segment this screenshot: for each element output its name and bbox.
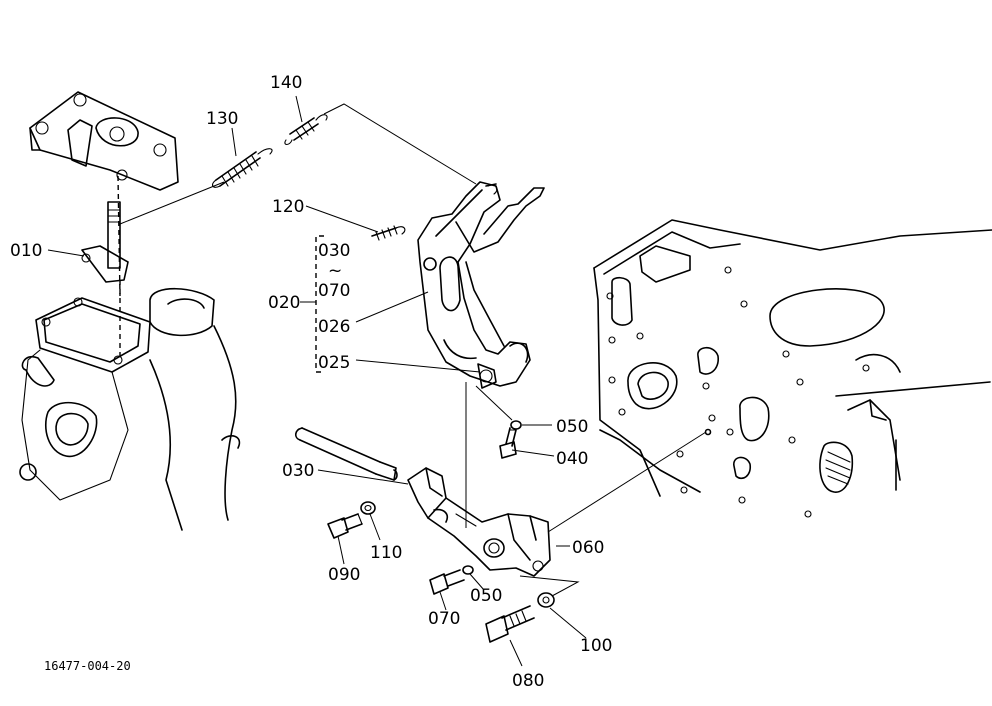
- callout-040: 040: [556, 449, 588, 469]
- group-020-bracket: [300, 235, 324, 373]
- gear-case-drawing: [19, 175, 241, 531]
- callout-010: 010: [10, 241, 42, 261]
- spring-140-drawing: [284, 114, 328, 146]
- bolt-070-drawing: [429, 569, 465, 595]
- pin-030-drawing: [294, 427, 398, 481]
- lever-assembly-drawing: [417, 181, 545, 389]
- washer-100-drawing: [537, 592, 555, 608]
- callout-050-bottom: 050: [470, 586, 502, 606]
- callout-labels: 010 130 140 120 030 ~ 070 020 026 025 05…: [10, 73, 612, 691]
- bolt-040-drawing: [499, 427, 517, 459]
- callout-080: 080: [512, 671, 544, 691]
- callout-050-top: 050: [556, 417, 588, 437]
- washer-050-top-drawing: [510, 420, 522, 430]
- callout-130: 130: [206, 109, 238, 129]
- washer-050-bottom-drawing: [462, 565, 474, 575]
- callout-070: 070: [428, 609, 460, 629]
- spring-120-drawing: [371, 225, 406, 241]
- group-range-end: 070: [318, 281, 350, 301]
- callout-030: 030: [282, 461, 314, 481]
- engine-block-drawing: [593, 219, 992, 518]
- bracket-060-drawing: [407, 467, 551, 577]
- flange-housing-drawing: [29, 91, 179, 191]
- bolt-080-drawing: [485, 605, 535, 643]
- bolt-090-drawing: [327, 513, 363, 539]
- leader-lines: [47, 95, 707, 667]
- callout-026: 026: [318, 317, 350, 337]
- shaft-drawing: [81, 201, 129, 283]
- callout-110: 110: [370, 543, 402, 563]
- callout-060: 060: [572, 538, 604, 558]
- callout-100: 100: [580, 636, 612, 656]
- drawing-code: 16477-004-20: [44, 659, 131, 673]
- washer-110-drawing: [360, 501, 376, 515]
- callout-020: 020: [268, 293, 300, 313]
- callout-120: 120: [272, 197, 304, 217]
- callout-025: 025: [318, 353, 350, 373]
- group-range-tilde: ~: [328, 261, 342, 281]
- callout-090: 090: [328, 565, 360, 585]
- group-range-start: 030: [318, 241, 350, 261]
- callout-140: 140: [270, 73, 302, 93]
- spring-130-drawing: [211, 148, 273, 188]
